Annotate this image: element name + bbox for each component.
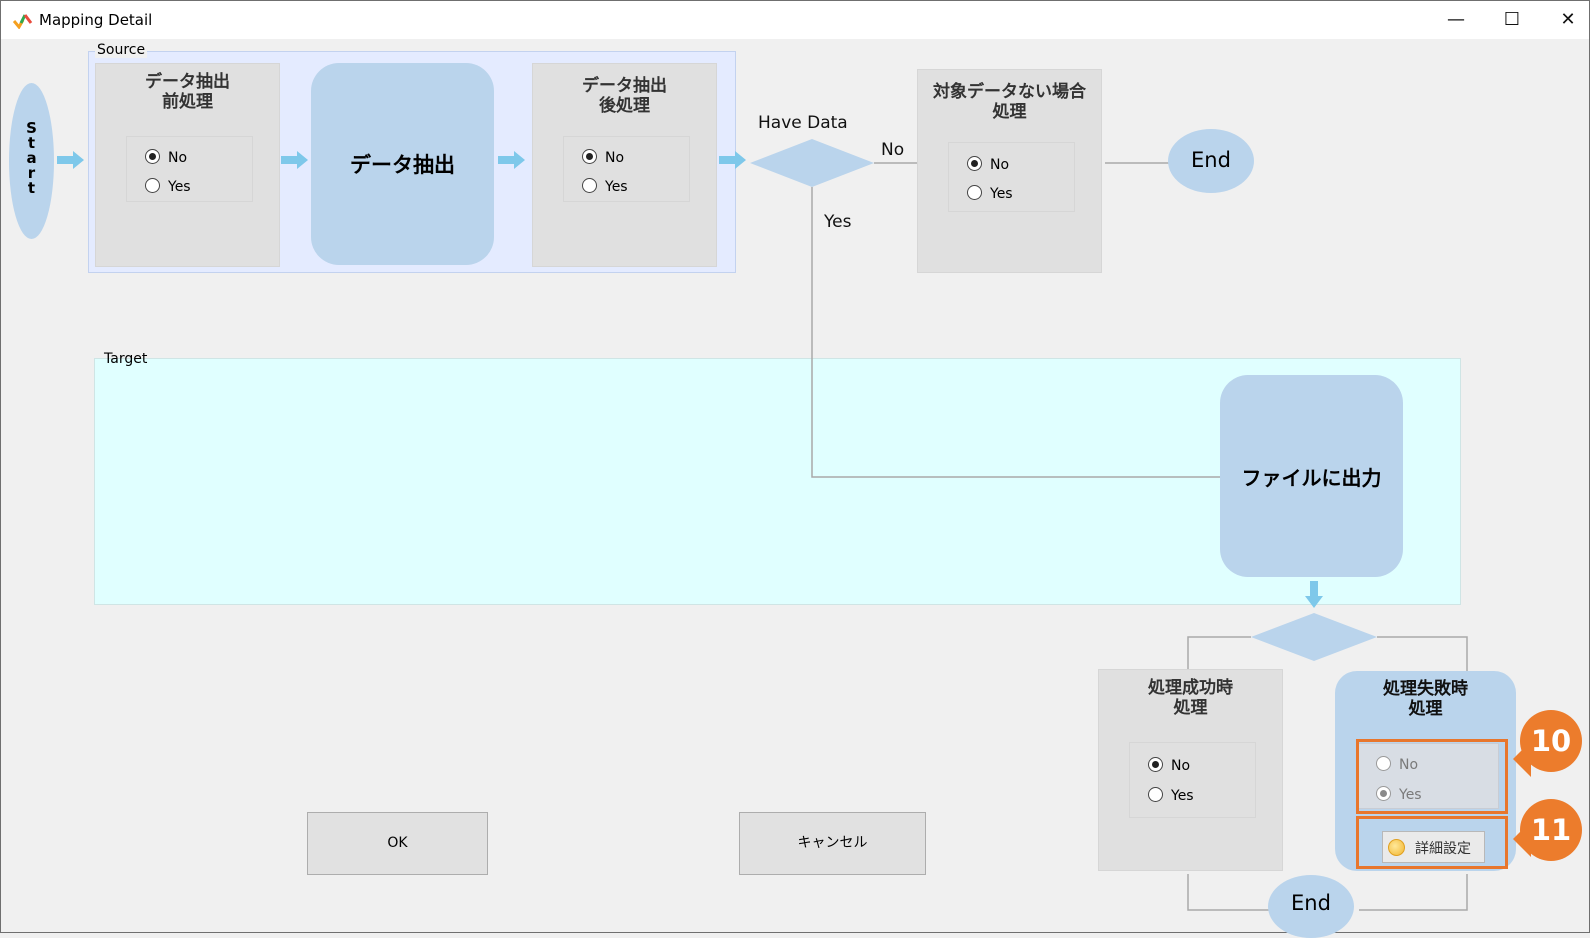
close-button[interactable]: ✕	[1560, 9, 1576, 30]
maximize-button[interactable]: ☐	[1503, 9, 1521, 30]
callout-badge-10: 10	[1520, 710, 1582, 772]
pre-process-title: データ抽出 前処理	[145, 72, 230, 112]
radio-icon[interactable]	[1148, 787, 1163, 802]
ok-button[interactable]: OK	[307, 812, 488, 875]
title-bar: Mapping Detail — ☐ ✕	[1, 1, 1589, 39]
post-process-radio-group: No Yes	[563, 136, 690, 202]
result-diamond	[1251, 613, 1377, 661]
gear-icon	[1388, 839, 1405, 856]
pre-process-radio-group: No Yes	[126, 136, 253, 202]
failure-no-label: No	[1399, 757, 1419, 773]
pre-process-box: データ抽出 前処理 No Yes	[95, 63, 280, 267]
no-data-process-title: 対象データない場合 処理	[933, 82, 1086, 122]
file-output-node[interactable]: ファイルに出力	[1220, 375, 1403, 577]
start-node: S t a r t	[9, 83, 54, 239]
arrow-icon	[498, 151, 525, 169]
success-no-label: No	[1171, 758, 1191, 774]
success-yes-label: Yes	[1171, 788, 1194, 804]
have-data-diamond	[750, 139, 874, 187]
callout-badge-11: 11	[1520, 799, 1582, 861]
post-process-yes-label: Yes	[605, 179, 628, 195]
data-extract-node[interactable]: データ抽出	[311, 63, 494, 265]
failure-no-option[interactable]: No	[1376, 756, 1418, 774]
success-process-title: 処理成功時 処理	[1148, 678, 1233, 718]
radio-selected-icon[interactable]	[967, 156, 982, 171]
pre-process-no-label: No	[168, 150, 188, 166]
arrow-icon	[57, 151, 84, 169]
have-data-label: Have Data	[758, 113, 848, 133]
end-bottom-label: End	[1291, 891, 1331, 915]
minimize-button[interactable]: —	[1447, 9, 1465, 30]
decision-yes-label: Yes	[824, 212, 852, 232]
decision-no-label: No	[881, 140, 905, 160]
end-top-label: End	[1191, 148, 1231, 172]
radio-selected-icon[interactable]	[145, 149, 160, 164]
radio-icon[interactable]	[967, 185, 982, 200]
no-data-no-label: No	[990, 157, 1010, 173]
radio-icon[interactable]	[582, 178, 597, 193]
failure-yes-label: Yes	[1399, 787, 1422, 803]
arrow-icon	[281, 151, 308, 169]
radio-selected-icon[interactable]	[1376, 786, 1391, 801]
pre-process-no-option[interactable]: No	[145, 149, 187, 167]
flow-arrows	[57, 151, 1323, 608]
failure-yes-option[interactable]: Yes	[1376, 786, 1422, 804]
file-output-label: ファイルに出力	[1241, 466, 1382, 490]
post-process-no-label: No	[605, 150, 625, 166]
start-label: S t a r t	[26, 119, 37, 197]
post-process-yes-option[interactable]: Yes	[582, 178, 628, 196]
radio-group-highlight	[1356, 739, 1508, 814]
end-node-bottom: End	[1268, 875, 1354, 938]
target-group-label: Target	[104, 351, 148, 367]
data-extract-label: データ抽出	[350, 153, 455, 177]
success-yes-option[interactable]: Yes	[1148, 787, 1194, 805]
radio-icon[interactable]	[1376, 756, 1391, 771]
pre-process-yes-label: Yes	[168, 179, 191, 195]
arrow-icon	[719, 151, 746, 169]
pre-process-yes-option[interactable]: Yes	[145, 178, 191, 196]
app-logo-icon	[13, 14, 33, 29]
detail-settings-button[interactable]: 詳細設定	[1382, 831, 1485, 863]
no-data-yes-option[interactable]: Yes	[967, 185, 1013, 203]
window-title: Mapping Detail	[39, 11, 153, 29]
failure-process-box: 処理失敗時 処理 No Yes 詳細設定	[1335, 671, 1516, 871]
detail-button-highlight	[1356, 816, 1508, 869]
source-group-label: Source	[95, 42, 148, 58]
arrow-icon	[1305, 581, 1323, 608]
success-radio-group: No Yes	[1129, 742, 1256, 818]
radio-selected-icon[interactable]	[1148, 757, 1163, 772]
post-process-box: データ抽出 後処理 No Yes	[532, 63, 717, 267]
detail-settings-label: 詳細設定	[1415, 841, 1471, 857]
success-process-box: 処理成功時 処理 No Yes	[1098, 669, 1283, 871]
radio-icon[interactable]	[145, 178, 160, 193]
post-process-no-option[interactable]: No	[582, 149, 624, 167]
no-data-no-option[interactable]: No	[967, 156, 1009, 174]
no-data-yes-label: Yes	[990, 186, 1013, 202]
radio-selected-icon[interactable]	[582, 149, 597, 164]
success-no-option[interactable]: No	[1148, 757, 1190, 775]
end-node-top: End	[1168, 129, 1254, 193]
failure-radio-group: No Yes	[1357, 743, 1499, 809]
no-data-process-box: 対象データない場合 処理 No Yes	[917, 69, 1102, 273]
failure-process-title: 処理失敗時 処理	[1383, 679, 1468, 719]
no-data-radio-group: No Yes	[948, 142, 1075, 212]
post-process-title: データ抽出 後処理	[582, 76, 667, 116]
cancel-button[interactable]: キャンセル	[739, 812, 926, 875]
